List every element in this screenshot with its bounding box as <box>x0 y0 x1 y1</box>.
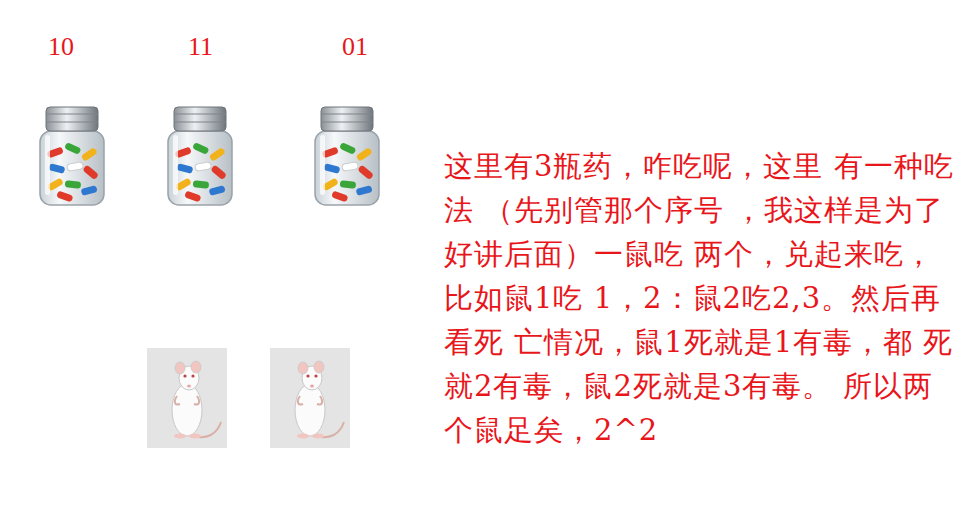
bottle-code: 11 <box>188 32 213 62</box>
pill-jar <box>168 107 232 205</box>
bottle-code: 10 <box>48 32 74 62</box>
mouse-picture <box>147 348 227 448</box>
bottle-code: 01 <box>342 32 368 62</box>
explanation-note: 这里有3瓶药，咋吃呢，这里 有一种吃法 （先别管那个序号 ，我这样是为了好讲后面… <box>444 144 959 452</box>
pill-jar <box>40 107 104 205</box>
mouse-picture <box>270 348 350 448</box>
pill-jar <box>315 107 379 205</box>
